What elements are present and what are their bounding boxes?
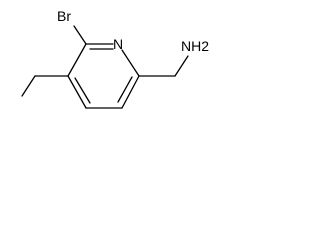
bond-br-c6 [73,25,87,45]
bond-c3-c2-double [117,76,133,103]
atom-label-n: N [113,36,123,52]
atom-label-br: Br [57,8,71,24]
atom-labels: Br N NH2 [57,8,209,54]
bond-c5-c4 [67,75,87,109]
bond-ch2-nh2 [174,55,189,77]
bond-n1-c2 [121,49,140,77]
bond-c5-c4-double [74,77,91,104]
bond-c6-c5 [67,43,87,77]
atom-label-nh2: NH2 [181,38,209,54]
chemical-structure: Br N NH2 [21,8,209,109]
bonds [21,25,189,109]
bond-o-ch3 [21,75,36,97]
bond-c3-c2 [121,75,140,109]
